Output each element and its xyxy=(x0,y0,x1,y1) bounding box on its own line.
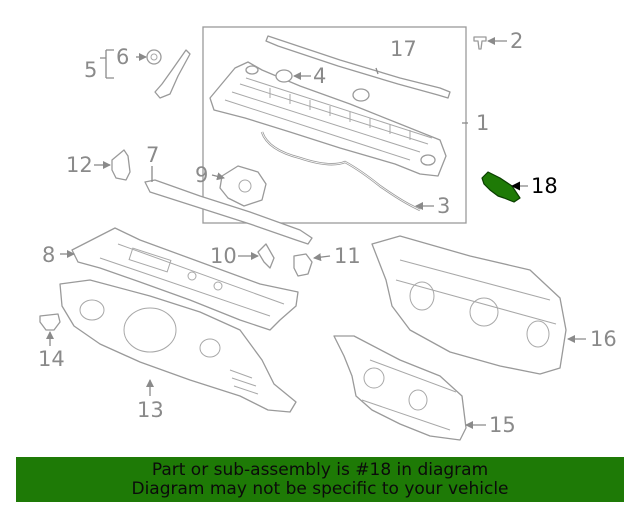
highlight-notice-banner: Part or sub-assembly is #18 in diagram D… xyxy=(16,457,624,502)
callout-15: 15 xyxy=(489,413,516,437)
part-1-cowl-top xyxy=(209,61,447,177)
part-16-insulator xyxy=(371,235,567,375)
callout-2: 2 xyxy=(510,29,523,53)
part-15-insulator xyxy=(333,335,467,441)
callout-9: 9 xyxy=(195,163,208,187)
callout-10: 10 xyxy=(210,244,237,268)
part-5-bracket xyxy=(154,49,191,99)
part-4-cap-b xyxy=(352,88,370,102)
callout-13: 13 xyxy=(137,398,164,422)
callout-1: 1 xyxy=(476,111,489,135)
part-11-clip xyxy=(293,253,313,277)
part-7-strip xyxy=(144,179,313,245)
part-9-bracket xyxy=(219,165,267,207)
part-17-weatherstrip xyxy=(265,35,451,99)
part-18-highlighted xyxy=(481,171,521,203)
callout-16: 16 xyxy=(590,327,617,351)
callout-14: 14 xyxy=(38,347,65,371)
part-10-clip xyxy=(257,243,275,269)
banner-line-2: Diagram may not be specific to your vehi… xyxy=(131,478,509,499)
callout-17: 17 xyxy=(390,37,417,61)
part-4-cap-a xyxy=(275,69,293,83)
callout-11: 11 xyxy=(334,244,361,268)
callout-12: 12 xyxy=(66,153,93,177)
callout-7: 7 xyxy=(146,143,159,167)
part-8-lower-cowl xyxy=(71,227,299,331)
callout-4: 4 xyxy=(313,64,326,88)
callout-18: 18 xyxy=(531,174,558,198)
cowl-assembly-box xyxy=(202,26,467,224)
callout-8: 8 xyxy=(42,243,55,267)
banner-line-1: Part or sub-assembly is #18 in diagram xyxy=(151,459,489,480)
part-6-grommet xyxy=(146,49,162,65)
part-13-insulator xyxy=(59,279,297,413)
callout-6: 6 xyxy=(116,45,129,69)
part-2-clip xyxy=(473,36,487,50)
callout-5: 5 xyxy=(84,58,97,82)
callout-3: 3 xyxy=(437,194,450,218)
part-12-bracket xyxy=(111,149,131,181)
part-14-clip xyxy=(39,313,61,331)
